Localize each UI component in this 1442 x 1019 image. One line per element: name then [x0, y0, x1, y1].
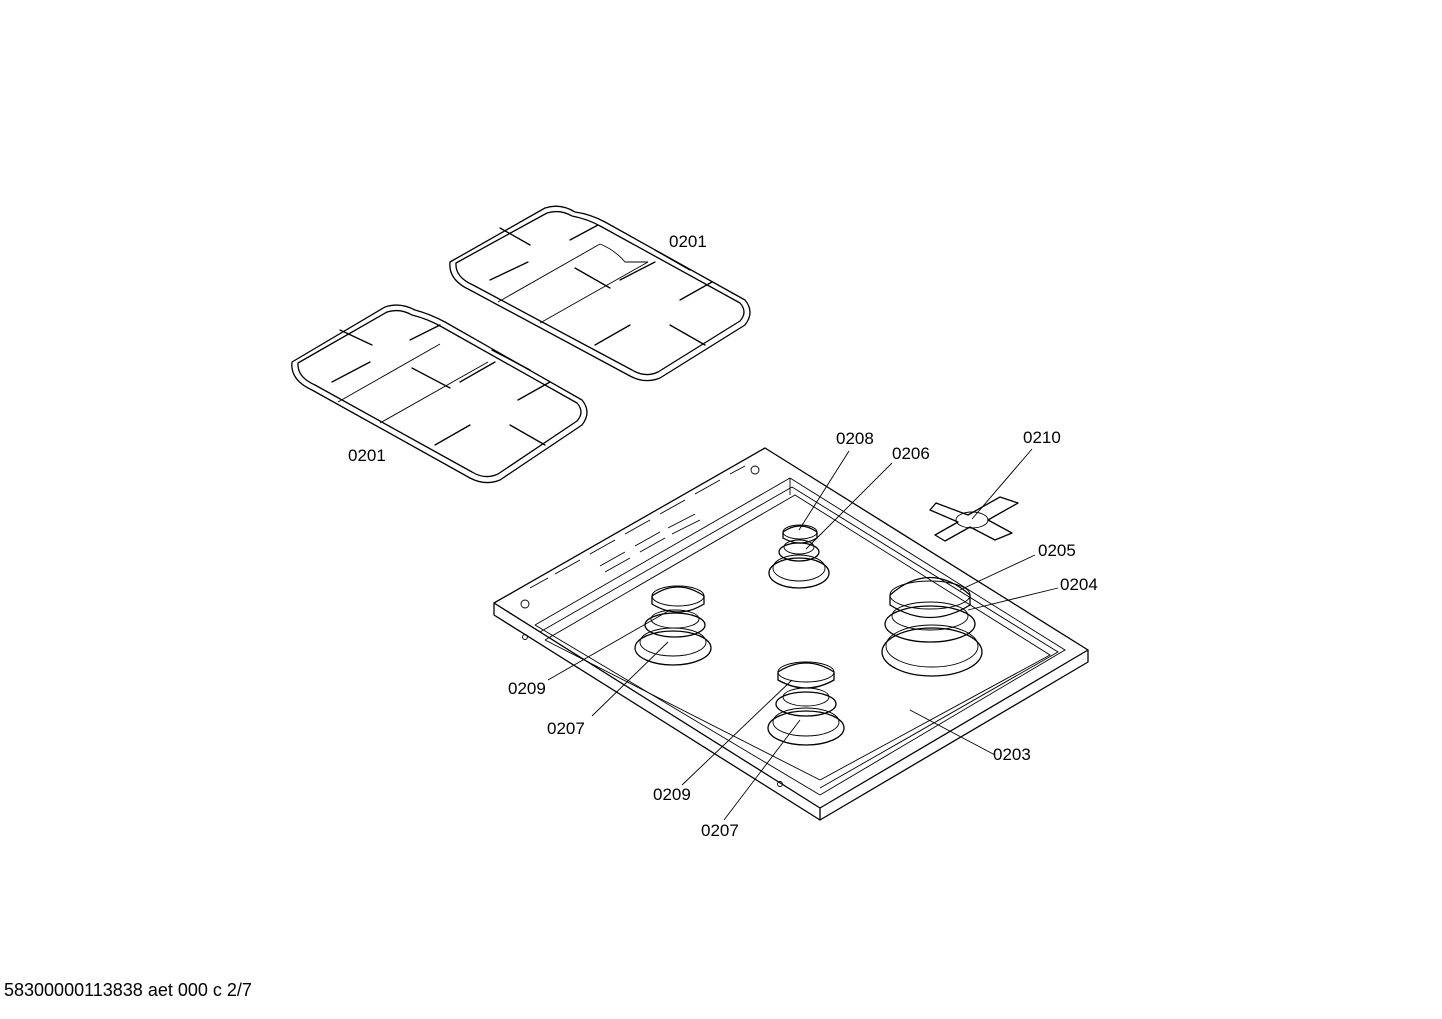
callout-labels: 0201 0201 0208 0206 0210 0205 0204 0209 …	[348, 232, 1098, 840]
callout-cap-large: 0205	[1038, 541, 1076, 560]
drawing-reference-footer: 58300000113838 aet 000 c 2/7	[4, 980, 252, 1000]
callout-ring-large: 0204	[1060, 575, 1098, 594]
pan-support-grate-left[interactable]	[291, 304, 588, 484]
pan-support-grate-right[interactable]	[449, 205, 751, 382]
callout-cap-front: 0209	[653, 785, 691, 804]
callout-cap-rear: 0208	[836, 429, 874, 448]
callout-ring-rear: 0206	[892, 444, 930, 463]
callout-ring-front: 0207	[701, 821, 739, 840]
callout-cap-left: 0209	[508, 679, 546, 698]
burner-large[interactable]	[881, 576, 983, 677]
burner-rear[interactable]	[768, 524, 830, 589]
callout-grate-left: 0201	[348, 446, 386, 465]
leader-lines	[547, 448, 1059, 821]
burner-left[interactable]	[634, 585, 712, 666]
wok-support[interactable]	[929, 496, 1019, 542]
callout-wok-support: 0210	[1023, 428, 1061, 447]
callout-grate-right: 0201	[669, 232, 707, 251]
callout-ring-left: 0207	[547, 719, 585, 738]
hob-tray[interactable]	[493, 447, 1089, 821]
callout-hob-tray: 0203	[993, 745, 1031, 764]
burner-front[interactable]	[767, 661, 845, 746]
